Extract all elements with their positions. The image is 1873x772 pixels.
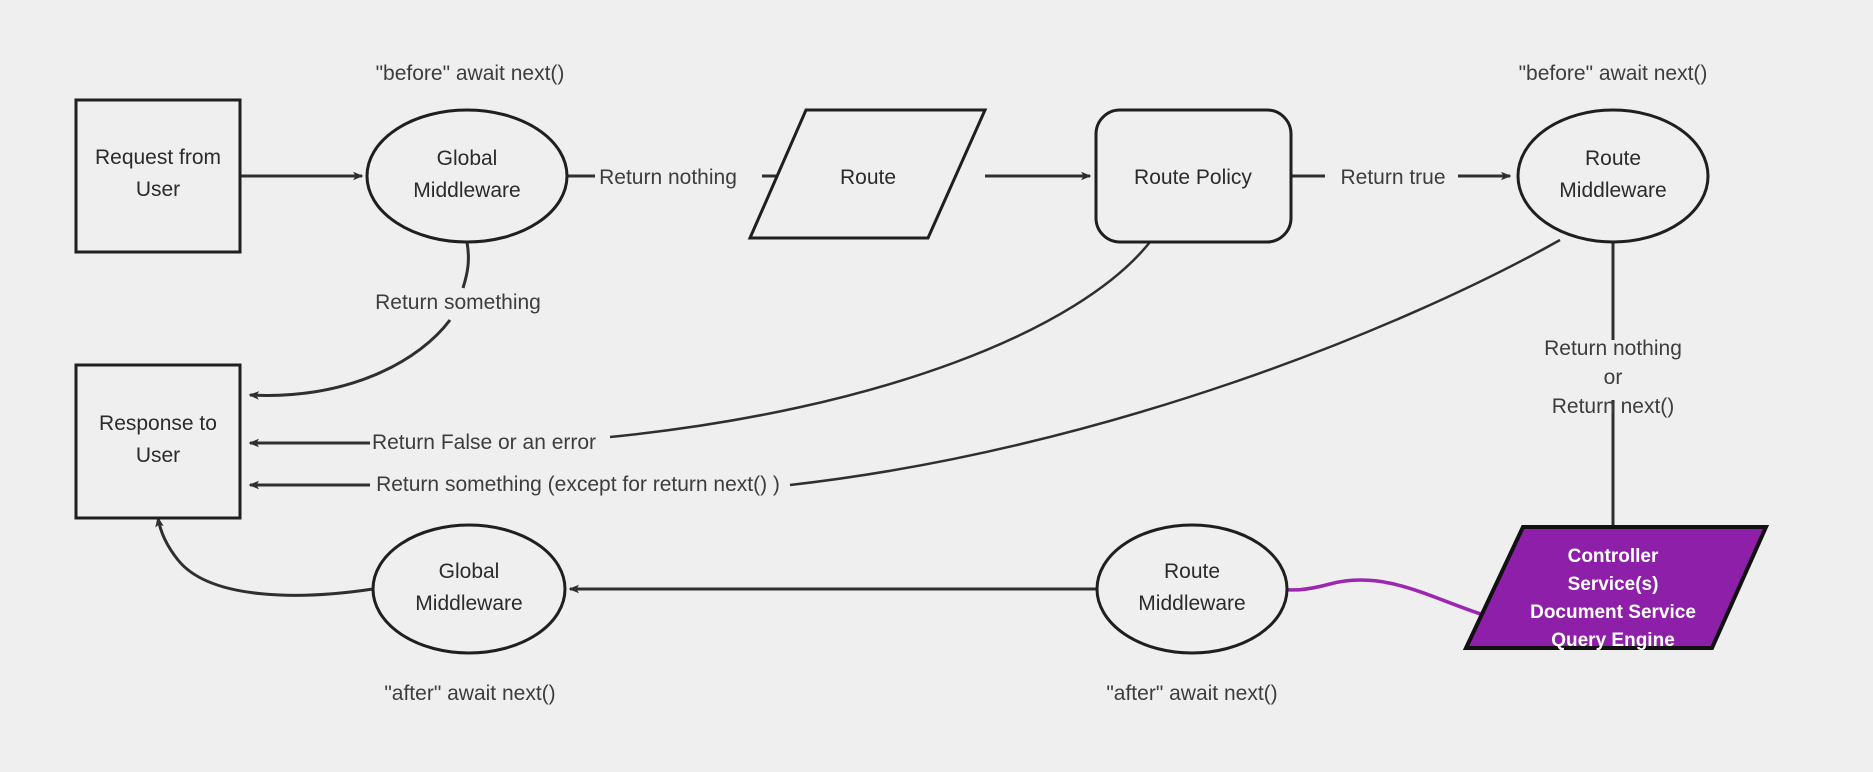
node-global-middleware-bottom-line2: Middleware [415, 592, 522, 615]
edge-label-return-nothing-or-next-line3: Return next() [1552, 395, 1675, 418]
node-request-from-user-line2: User [136, 178, 180, 201]
annotation-before-await-next-route: "before" await next() [1519, 62, 1708, 85]
edge-global-middleware-bottom-to-response [155, 516, 374, 597]
node-controller-services-line4: Query Engine [1551, 630, 1675, 651]
edge-label-return-something-except: Return something (except for return next… [376, 473, 780, 496]
node-route[interactable] [747, 108, 988, 240]
edge-label-return-nothing-or-next-line1: Return nothing [1544, 337, 1682, 360]
node-request-from-user-line1: Request from [95, 146, 221, 169]
edge-label-return-false-or-error: Return False or an error [372, 431, 596, 454]
node-global-middleware-bottom-line1: Global [439, 560, 500, 583]
node-response-to-user-line2: User [136, 444, 180, 467]
node-response-to-user-line1: Response to [99, 412, 217, 435]
node-global-middleware-bottom[interactable] [371, 523, 567, 655]
node-global-middleware-top-line2: Middleware [413, 179, 520, 202]
node-controller-services-line3: Document Service [1530, 602, 1696, 623]
annotation-after-await-next-route: "after" await next() [1106, 682, 1277, 705]
node-global-middleware-top[interactable] [365, 108, 569, 244]
node-route-policy-label: Route Policy [1134, 166, 1252, 189]
node-route-policy[interactable] [1094, 108, 1293, 244]
node-route-label: Route [840, 166, 896, 189]
edge-label-return-nothing: Return nothing [599, 166, 737, 189]
edge-label-return-something-global: Return something [375, 291, 541, 314]
node-global-middleware-top-line1: Global [437, 147, 498, 170]
edge-route-policy-to-response [248, 241, 1151, 448]
node-route-middleware-top[interactable] [1516, 108, 1710, 244]
node-route-middleware-top-line1: Route [1585, 147, 1641, 170]
node-controller-services-line1: Controller [1568, 546, 1659, 567]
edge-controller-to-route-middleware-bottom [1273, 578, 1501, 622]
node-route-middleware-bottom[interactable] [1095, 523, 1289, 655]
annotation-after-await-next-global: "after" await next() [384, 682, 555, 705]
edge-route-middleware-to-response [248, 238, 1561, 490]
node-route-middleware-top-line2: Middleware [1559, 179, 1666, 202]
edge-label-return-nothing-or-next-line2: or [1604, 366, 1623, 389]
node-route-middleware-bottom-line1: Route [1164, 560, 1220, 583]
annotation-before-await-next-global: "before" await next() [376, 62, 565, 85]
node-controller-services-line2: Service(s) [1568, 574, 1659, 595]
node-request-from-user[interactable] [74, 98, 242, 254]
node-route-middleware-bottom-line2: Middleware [1138, 592, 1245, 615]
edge-label-return-true: Return true [1340, 166, 1445, 189]
node-controller-services[interactable] [1462, 525, 1770, 650]
edge-global-middleware-top-to-response [248, 241, 470, 400]
node-response-to-user[interactable] [74, 363, 242, 520]
